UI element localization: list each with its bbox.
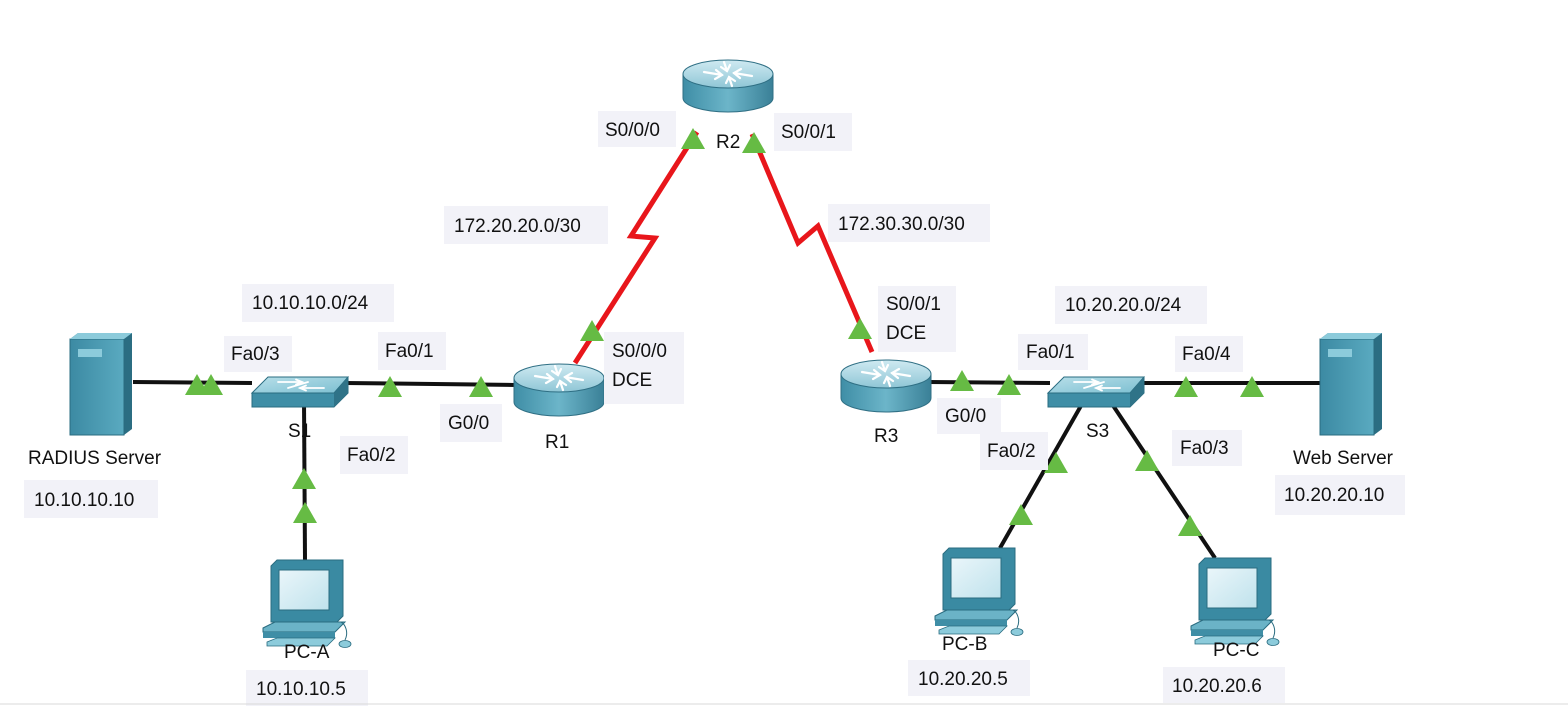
link-up-triangle-icon	[378, 376, 402, 397]
interface-label-s3-fa04: Fa0/4	[1175, 336, 1243, 372]
network-address: 172.20.20.0/30	[454, 216, 581, 237]
interface-label-s3-fa03: Fa0/3	[1172, 430, 1242, 466]
interface-label-s3-fa01: Fa0/1	[1018, 334, 1088, 370]
interface-label-s1-fa01: Fa0/1	[378, 332, 446, 370]
server-icon[interactable]	[69, 332, 133, 436]
device-name-s1: S1	[288, 421, 311, 442]
ip-label-pc-a: 10.10.10.5	[246, 670, 368, 706]
network-label-r2-r3: 172.30.30.0/30	[828, 204, 990, 242]
switch-icon[interactable]	[251, 376, 349, 408]
link-up-triangle-icon	[1009, 504, 1033, 525]
interface-name: Fa0/3	[1180, 438, 1229, 459]
link-up-triangle-icon	[848, 318, 872, 339]
router-icon[interactable]	[839, 358, 933, 414]
link-up-triangle-icon	[293, 502, 317, 523]
interface-name: Fa0/2	[987, 441, 1036, 462]
ethernet-link-s1-r1[interactable]	[344, 381, 516, 387]
network-address: 10.20.20.0/24	[1065, 295, 1182, 316]
serial-link-r1-r2[interactable]	[572, 130, 700, 365]
network-address: 172.30.30.0/30	[838, 214, 965, 235]
switch-icon[interactable]	[1047, 376, 1145, 408]
device-name-pc-b: PC-B	[942, 634, 987, 655]
link-up-triangle-icon	[1240, 376, 1264, 397]
network-label-lan-s3: 10.20.20.0/24	[1055, 286, 1207, 324]
interface-name: G0/0	[448, 413, 489, 434]
ip-label-pc-c: 10.20.20.6	[1163, 667, 1285, 703]
link-up-triangle-icon	[742, 132, 766, 153]
interface-name: S0/0/1	[886, 294, 941, 315]
interface-label-r1-g00: G0/0	[440, 404, 502, 442]
link-up-triangle-icon	[1135, 450, 1159, 471]
interface-name: S0/0/0	[605, 120, 660, 141]
link-up-triangle-icon	[681, 128, 705, 149]
dce-tag: DCE	[886, 323, 926, 344]
device-name-web-server: Web Server	[1293, 448, 1394, 469]
links-layer	[132, 130, 1322, 561]
ip-address: 10.10.10.10	[34, 490, 134, 511]
ip-label-radius-server: 10.10.10.10	[24, 480, 158, 518]
device-name-r2: R2	[716, 132, 740, 153]
dce-tag: DCE	[612, 370, 652, 391]
device-name-r1: R1	[545, 432, 569, 453]
router-icon[interactable]	[681, 58, 775, 114]
interface-label-r3-g00: G0/0	[937, 398, 1001, 434]
device-name-radius-server: RADIUS Server	[28, 448, 162, 469]
serial-link-r2-r3[interactable]	[749, 133, 875, 353]
interface-name: S0/0/1	[781, 122, 836, 143]
interface-name: Fa0/3	[231, 344, 280, 365]
device-name-pc-c: PC-C	[1213, 640, 1259, 661]
ip-address: 10.10.10.5	[256, 679, 346, 700]
ip-address: 10.20.20.6	[1172, 676, 1262, 697]
labels-layer: 172.20.20.0/30 172.30.30.0/30 10.10.10.0…	[24, 111, 1405, 706]
interface-label-r2-s000: S0/0/0	[598, 111, 676, 147]
network-address: 10.10.10.0/24	[252, 293, 369, 314]
router-icon[interactable]	[512, 362, 606, 418]
network-label-lan-s1: 10.10.10.0/24	[242, 284, 394, 322]
ethernet-link-r3-s3[interactable]	[927, 380, 1051, 385]
device-name-pc-a: PC-A	[284, 642, 330, 663]
device-name-s3: S3	[1086, 421, 1109, 442]
link-up-triangle-icon	[1174, 376, 1198, 397]
network-label-r1-r2: 172.20.20.0/30	[444, 206, 608, 244]
server-icon[interactable]	[1319, 332, 1383, 436]
interface-label-r1-s000: S0/0/0 DCE	[604, 332, 684, 404]
interface-label-s3-fa02: Fa0/2	[980, 432, 1048, 470]
link-lights-layer	[185, 128, 1264, 536]
ip-label-pc-b: 10.20.20.5	[908, 660, 1030, 696]
ip-address: 10.20.20.5	[918, 669, 1008, 690]
interface-label-s1-fa02: Fa0/2	[340, 436, 408, 474]
device-name-r3: R3	[874, 426, 898, 447]
link-up-triangle-icon	[1178, 515, 1202, 536]
interface-name: S0/0/0	[612, 341, 667, 362]
interface-name: Fa0/2	[347, 445, 396, 466]
ip-label-web-server: 10.20.20.10	[1275, 475, 1405, 515]
link-up-triangle-icon	[292, 468, 316, 489]
interface-name: Fa0/4	[1182, 344, 1231, 365]
ip-address: 10.20.20.10	[1284, 485, 1384, 506]
interface-label-r3-s001: S0/0/1 DCE	[878, 286, 956, 352]
pc-icon[interactable]	[262, 559, 352, 648]
pc-icon[interactable]	[1190, 557, 1280, 646]
interface-label-r2-s001: S0/0/1	[774, 113, 852, 151]
interface-name: Fa0/1	[385, 341, 434, 362]
interface-name: Fa0/1	[1026, 342, 1075, 363]
interface-label-s1-fa03: Fa0/3	[224, 336, 292, 372]
ethernet-link-s3-pcb[interactable]	[998, 403, 1084, 549]
pc-icon[interactable]	[934, 547, 1024, 636]
interface-name: G0/0	[945, 406, 986, 427]
